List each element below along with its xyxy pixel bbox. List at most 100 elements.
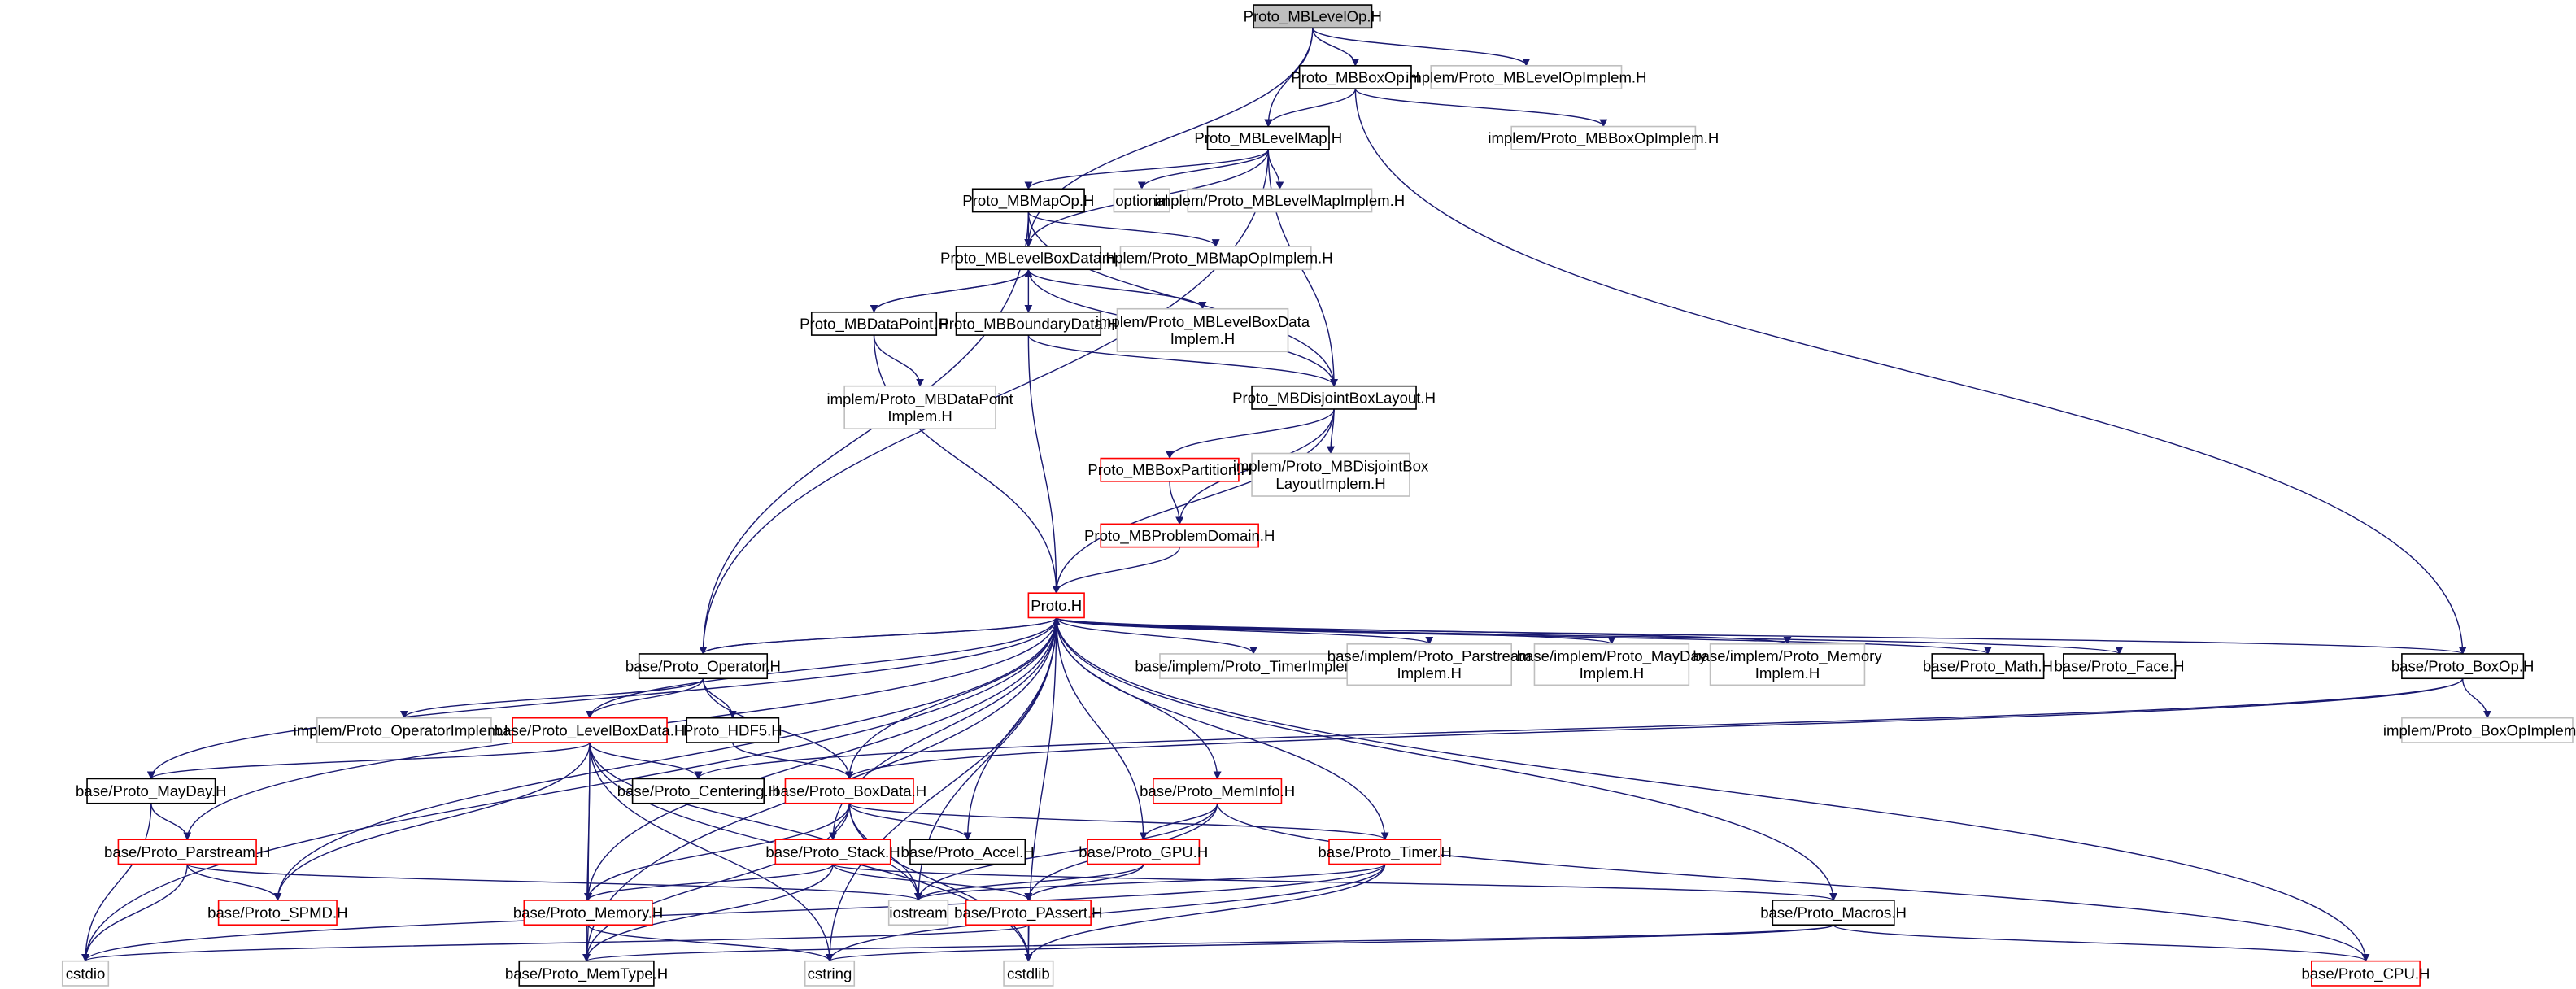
edge-35-to-40: [186, 864, 282, 901]
node-cstdio[interactable]: cstdio: [61, 960, 110, 987]
node-box: [1159, 653, 1349, 680]
node-box: [2063, 653, 2176, 680]
node-base-proto-operator-h[interactable]: base/Proto_Operator.H: [625, 653, 781, 680]
node-cstring[interactable]: cstring: [804, 960, 856, 987]
node-label: Proto_MBLevelBoxData.H: [940, 250, 1117, 268]
node-box: [217, 900, 338, 926]
edge-11-to-14: [1027, 334, 1338, 387]
edge-18-to-31: [146, 617, 1057, 780]
node-box: [1510, 125, 1697, 150]
node-base-proto-parstream-h[interactable]: base/Proto_Parstream.H: [104, 839, 270, 865]
node-box: [1251, 452, 1410, 497]
node-proto-mbmapop-h[interactable]: Proto_MBMapOp.H: [962, 188, 1094, 213]
node-label: Proto.H: [1031, 597, 1082, 614]
edge-36-to-44: [832, 863, 1837, 901]
node-box: [971, 188, 1085, 213]
edge-1-to-26: [1354, 89, 2467, 655]
node-base-proto-passert-h[interactable]: base/Proto_PAssert.H: [954, 900, 1103, 926]
node-label: base/Proto_Timer.H: [1318, 843, 1452, 861]
node-box: [1087, 839, 1201, 865]
node-base-proto-spmd-h[interactable]: base/Proto_SPMD.H: [207, 900, 348, 926]
node-label: Proto_MBDataPoint.H: [800, 315, 948, 333]
node-label: implem/Proto_MBMapOpImplem.H: [1099, 250, 1333, 268]
node-proto-mbboundarydata-h[interactable]: Proto_MBBoundaryData.H: [939, 311, 1118, 336]
edge-34-to-38: [1139, 803, 1218, 841]
node-base-proto-memtype-h[interactable]: base/Proto_MemType.H: [505, 960, 668, 987]
node-optional[interactable]: optional: [1113, 188, 1170, 213]
node-proto-mbdatapoint-h[interactable]: Proto_MBDataPoint.H: [800, 311, 948, 336]
edge-18-to-36: [829, 617, 1057, 841]
node-box: [1113, 188, 1170, 213]
node-box: [804, 960, 856, 987]
node-proto-hdf5-h[interactable]: Proto_HDF5.H: [683, 717, 782, 743]
edge-36-to-43: [832, 864, 1033, 901]
node-base-proto-gpu-h[interactable]: base/Proto_GPU.H: [1079, 839, 1208, 865]
node-proto-mbdisjointboxlayout-h[interactable]: Proto_MBDisjointBoxLayout.H: [1232, 385, 1436, 410]
node-box: [784, 778, 914, 804]
node-proto-mblevelboxdata-h[interactable]: Proto_MBLevelBoxData.H: [940, 246, 1117, 271]
node-base-proto-levelboxdata-h[interactable]: base/Proto_LevelBoxData.H: [495, 717, 685, 743]
node-base-implem-proto-timerimplem-h[interactable]: base/implem/Proto_TimerImplem.H: [1135, 653, 1372, 680]
edge-31-to-45: [81, 803, 152, 962]
node-label: base/Proto_Operator.H: [625, 658, 781, 676]
node-base-proto-stack-h[interactable]: base/Proto_Stack.H: [765, 839, 900, 865]
node-box: [1100, 523, 1259, 548]
edge-18-to-28: [586, 617, 1057, 719]
node-box: [774, 839, 891, 865]
node-base-proto-mayday-h[interactable]: base/Proto_MayDay.H: [76, 778, 227, 804]
node-label: implem/Proto_MBLevelMapImplem.H: [1155, 192, 1406, 210]
node-base-proto-timer-h[interactable]: base/Proto_Timer.H: [1318, 839, 1452, 865]
edge-10-to-13: [873, 335, 925, 387]
node-implem-proto-boxopimplem-h[interactable]: implem/Proto_BoxOpImplem.H: [2383, 717, 2576, 743]
node-implem-proto-mbboxopimplem-h[interactable]: implem/Proto_MBBoxOpImplem.H: [1488, 125, 1719, 150]
node-label: Proto_MBProblemDomain.H: [1084, 527, 1275, 545]
node-base-proto-face-h[interactable]: base/Proto_Face.H: [2054, 653, 2185, 680]
node-implem-proto-operatorimplem-h[interactable]: implem/Proto_OperatorImplem.H: [294, 717, 516, 743]
node-cstdlib[interactable]: cstdlib: [1003, 960, 1054, 987]
node-proto-mblevelop-h[interactable]: Proto_MBLevelOp.H: [1244, 4, 1382, 29]
node-base-proto-accel-h[interactable]: base/Proto_Accel.H: [901, 839, 1035, 865]
node-box: [2311, 960, 2421, 987]
edge-39-to-47: [826, 864, 1386, 962]
node-box: [1772, 900, 1895, 926]
node-base-proto-boxop-h[interactable]: base/Proto_BoxOp.H: [2391, 653, 2535, 680]
node-base-proto-math-h[interactable]: base/Proto_Math.H: [1923, 653, 2053, 680]
node-proto-mbproblemdomain-h[interactable]: Proto_MBProblemDomain.H: [1084, 523, 1275, 548]
node-implem-proto-mbmapopimplem-h[interactable]: implem/Proto_MBMapOpImplem.H: [1099, 246, 1333, 271]
edge-18-to-25: [1056, 616, 2123, 655]
node-base-proto-memory-h[interactable]: base/Proto_Memory.H: [513, 900, 663, 926]
node-proto-mbboxop-h[interactable]: Proto_MBBoxOp.H: [1291, 64, 1419, 89]
node-implem-proto-mblevelmapimplem-h[interactable]: implem/Proto_MBLevelMapImplem.H: [1155, 188, 1406, 213]
node-implem-proto-mblevelopimplem-h[interactable]: implem/Proto_MBLevelOpImplem.H: [1406, 64, 1647, 89]
node-base-proto-macros-h[interactable]: base/Proto_Macros.H: [1760, 900, 1907, 926]
node-proto-mblevelmap-h[interactable]: Proto_MBLevelMap.H: [1194, 125, 1342, 150]
node-iostream[interactable]: iostream: [887, 900, 949, 926]
node-label: base/Proto_GPU.H: [1079, 843, 1208, 861]
node-label: base/Proto_MemType.H: [505, 965, 668, 982]
node-base-proto-centering-h[interactable]: base/Proto_Centering.H: [617, 778, 779, 804]
edge-18-to-47: [826, 617, 1057, 962]
edge-34-to-49: [1216, 803, 2370, 962]
node-box: [1251, 385, 1417, 410]
edge-39-to-45: [81, 864, 1386, 962]
node-label: base/Proto_Memory.H: [513, 904, 663, 922]
node-proto-h[interactable]: Proto.H: [1027, 592, 1085, 619]
node-label: cstring: [808, 965, 852, 982]
node-base-proto-meminfo-h[interactable]: base/Proto_MemInfo.H: [1140, 778, 1295, 804]
node-base-proto-cpu-h[interactable]: base/Proto_CPU.H: [2301, 960, 2430, 987]
node-box: [1533, 643, 1690, 686]
node-base-proto-boxdata-h[interactable]: base/Proto_BoxData.H: [772, 778, 926, 804]
edge-8-to-12: [1027, 269, 1207, 310]
edge-19-to-18: [702, 616, 1061, 655]
node-proto-mbboxpartition-h[interactable]: Proto_MBBoxPartition.H: [1087, 457, 1252, 482]
edge-10-to-8: [873, 268, 1033, 313]
